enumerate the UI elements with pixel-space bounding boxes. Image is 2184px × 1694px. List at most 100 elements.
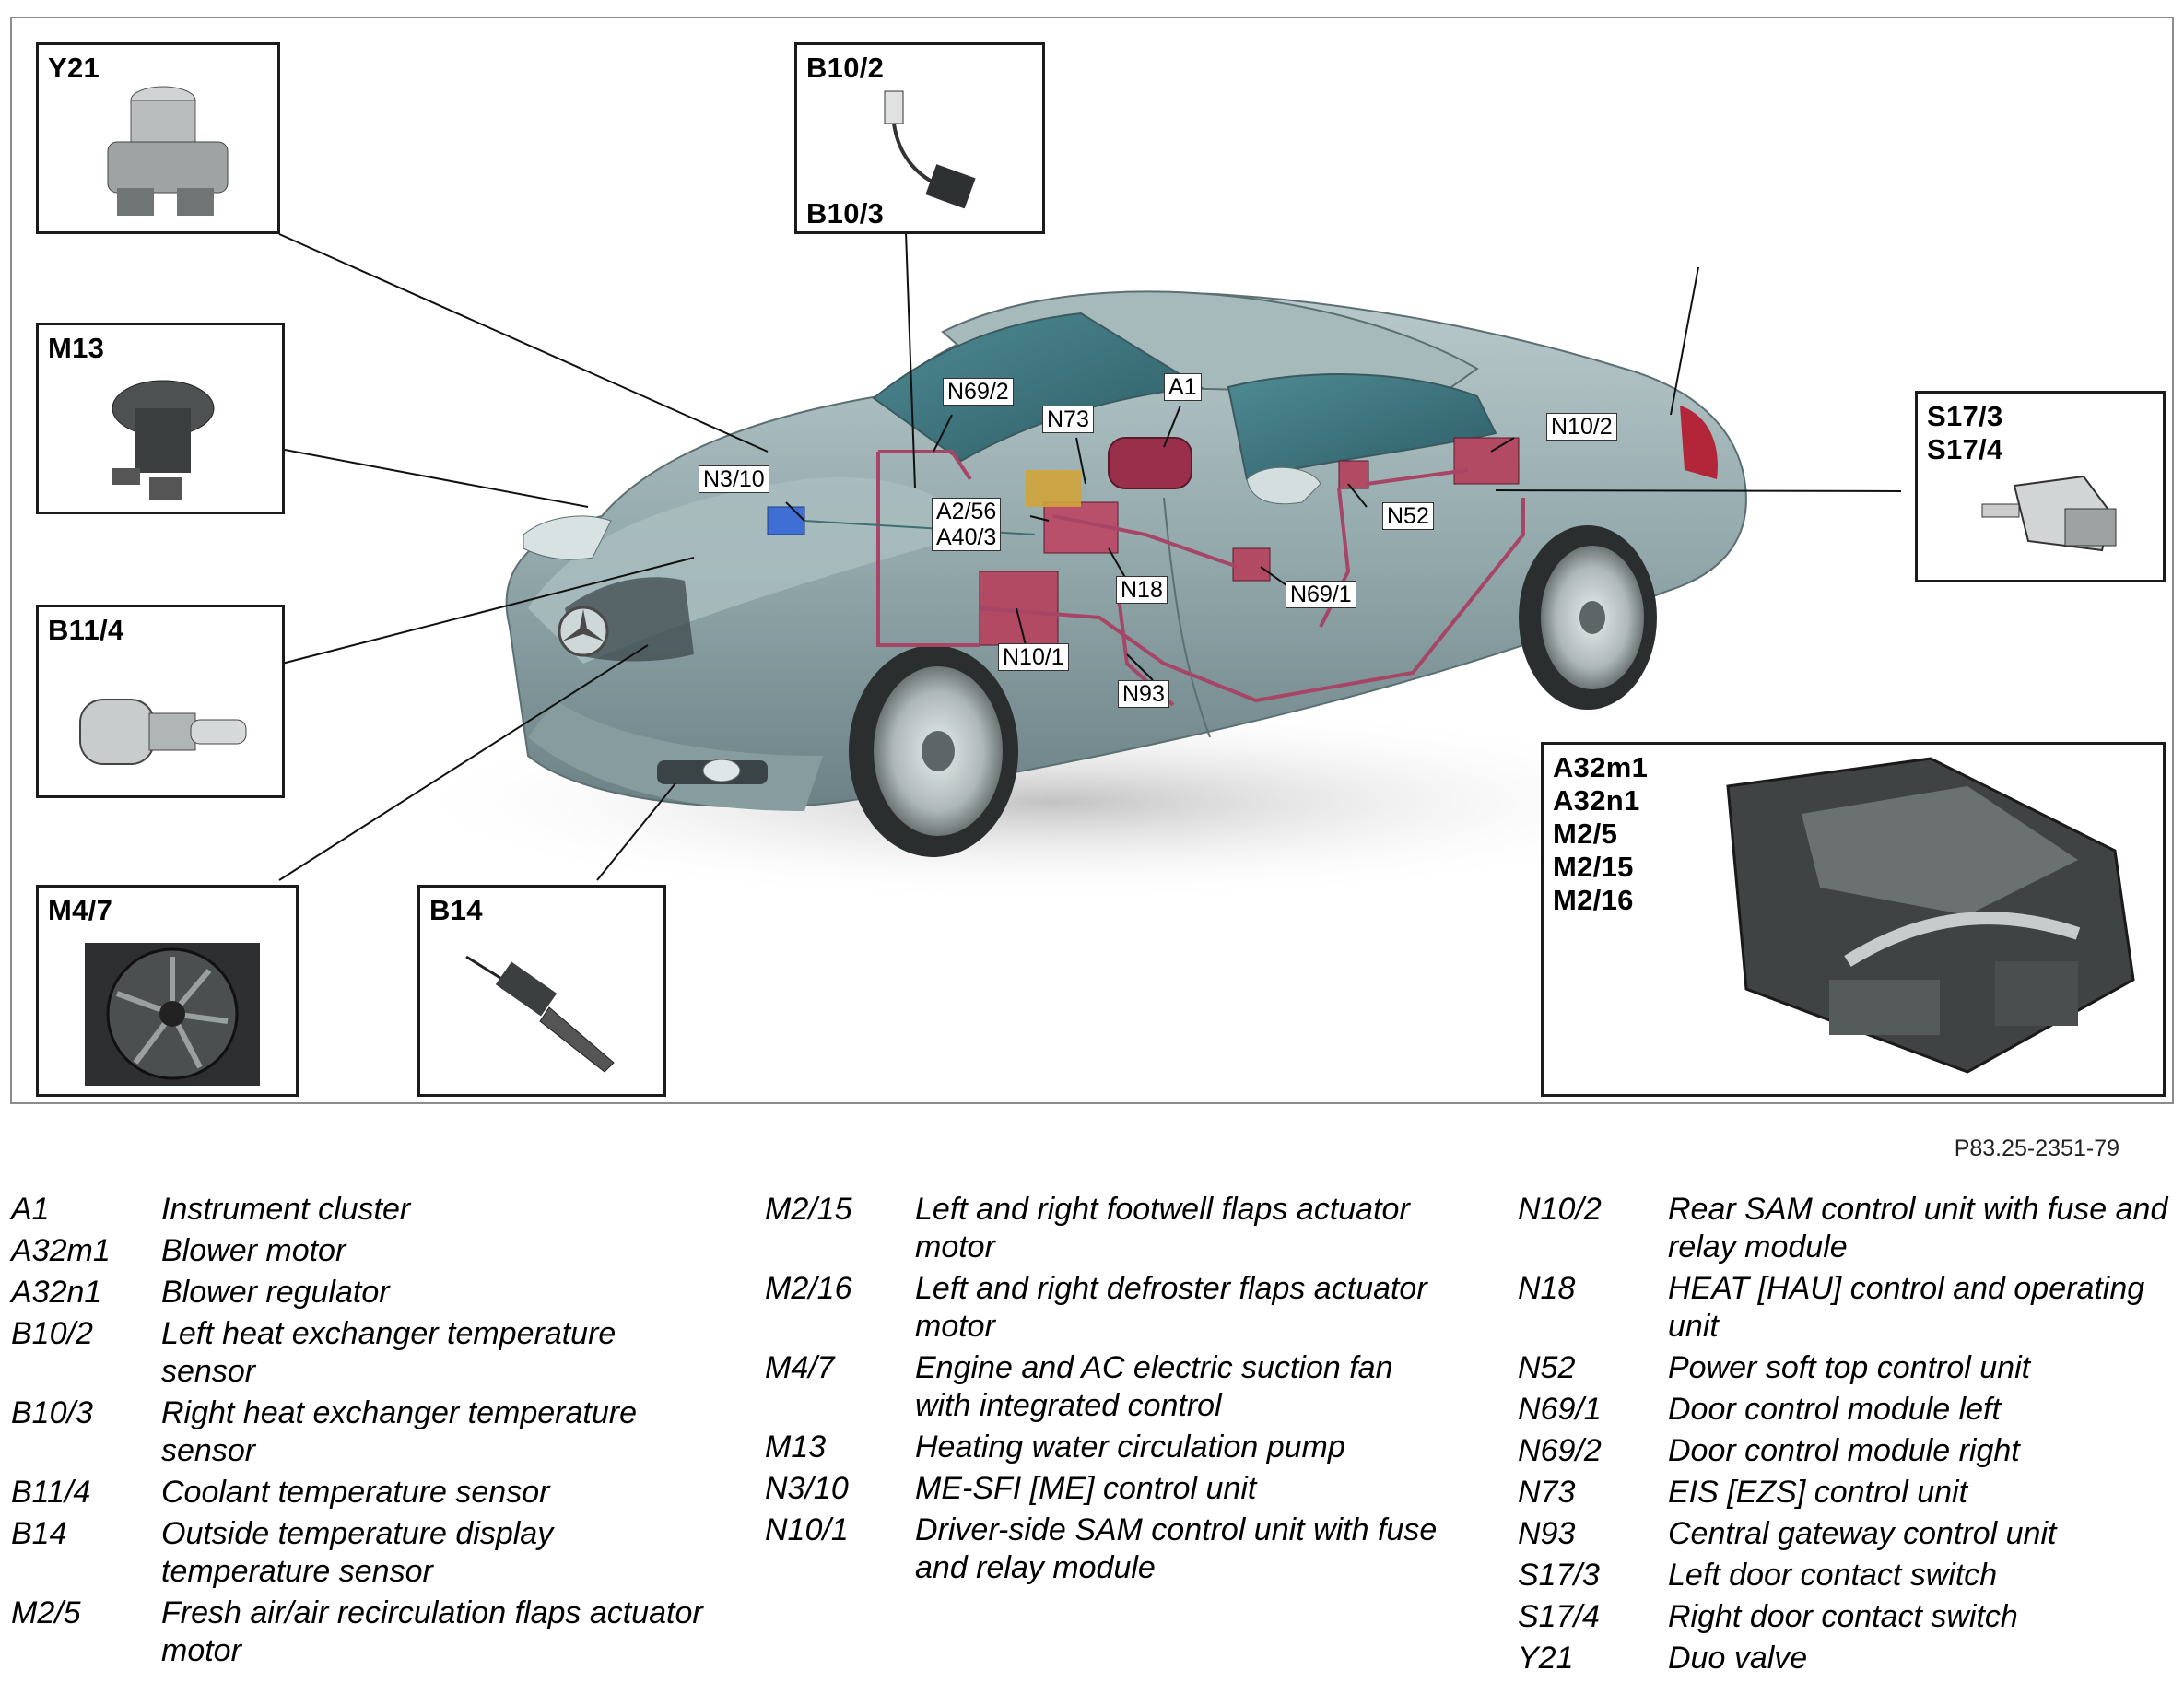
box-a32: A32m1 A32n1 M2/5 M2/15 M2/16 bbox=[1541, 742, 2166, 1097]
legend-code: N52 bbox=[1518, 1350, 1576, 1385]
legend-description: Heating water circulation pump bbox=[915, 1429, 1345, 1465]
legend-description: Blower motor bbox=[161, 1233, 346, 1268]
legend-description: Instrument cluster bbox=[161, 1192, 411, 1227]
legend-description: Blower regulator bbox=[161, 1275, 390, 1310]
legend-code: N73 bbox=[1518, 1475, 1576, 1510]
callout-n73: N73 bbox=[1042, 406, 1094, 433]
legend-row: B14 Outside temperature display temperatu… bbox=[11, 1515, 711, 1591]
box-b11-4: B11/4 bbox=[36, 605, 285, 798]
callout-n69-2: N69/2 bbox=[943, 378, 1014, 406]
legend-code: N69/2 bbox=[1518, 1433, 1602, 1468]
callout-a2-56-a40-3: A2/56 A40/3 bbox=[932, 498, 1002, 551]
legend-description: HEAT [HAU] control and operating unit bbox=[1668, 1271, 2145, 1344]
leader-lines bbox=[278, 231, 1902, 881]
box-s17-label-2: S17/4 bbox=[1927, 433, 2003, 465]
component-location-figure: Y21 M13 B11/4 M4/7 bbox=[10, 17, 2174, 1104]
legend-row: M13 Heating water circulation pump bbox=[765, 1429, 1438, 1466]
box-m13: M13 bbox=[36, 323, 285, 514]
legend-description: Right door contact switch bbox=[1668, 1599, 2018, 1634]
callout-n69-1: N69/1 bbox=[1286, 581, 1356, 608]
duo-valve-icon bbox=[107, 86, 229, 216]
circulation-pump-icon bbox=[112, 380, 215, 500]
legend-code: N93 bbox=[1518, 1516, 1576, 1551]
legend-code: N18 bbox=[1518, 1271, 1576, 1306]
legend-description: Coolant temperature sensor bbox=[161, 1475, 550, 1510]
callout-n93: N93 bbox=[1118, 680, 1169, 708]
legend-description: Left and right defroster flaps actuator … bbox=[915, 1271, 1427, 1344]
legend-description: Outside temperature display temperature … bbox=[161, 1516, 554, 1589]
legend-row: N3/10 ME-SFI [ME] control unit bbox=[765, 1470, 1438, 1508]
instrument-cluster-module bbox=[1108, 437, 1192, 489]
legend-description: Left heat exchanger temperature sensor bbox=[161, 1316, 616, 1389]
door-contact-switch-icon bbox=[1981, 475, 2117, 552]
box-b14: B14 bbox=[417, 885, 666, 1097]
fog-lamp bbox=[702, 759, 741, 782]
box-y21: Y21 bbox=[36, 42, 280, 234]
legend-code: N10/1 bbox=[765, 1512, 849, 1547]
callout-n18: N18 bbox=[1116, 576, 1168, 604]
legend-code: B10/2 bbox=[11, 1316, 93, 1351]
callout-n10-1: N10/1 bbox=[998, 643, 1069, 671]
hvac-housing-icon bbox=[1726, 757, 2135, 1074]
legend-code: N3/10 bbox=[765, 1471, 849, 1506]
box-y21-label: Y21 bbox=[48, 52, 100, 84]
legend-description: ME-SFI [ME] control unit bbox=[915, 1471, 1257, 1506]
suction-fan-icon bbox=[85, 943, 260, 1086]
box-b10-label-2: B10/3 bbox=[806, 197, 885, 229]
legend-code: M2/16 bbox=[765, 1271, 852, 1306]
legend-code: B10/3 bbox=[11, 1395, 93, 1430]
box-a32-label-2: A32n1 bbox=[1553, 784, 1640, 817]
box-m4-7-label: M4/7 bbox=[48, 894, 113, 926]
heat-exchanger-sensor-icon bbox=[884, 90, 976, 209]
legend-description: Power soft top control unit bbox=[1668, 1350, 2031, 1385]
box-a32-label-1: A32m1 bbox=[1553, 751, 1649, 783]
legend-description: Door control module left bbox=[1668, 1392, 2001, 1427]
n3-10-module bbox=[767, 506, 805, 535]
tail-light bbox=[1680, 406, 1718, 479]
legend-row: M4/7 Engine and AC electric suction fan w… bbox=[765, 1349, 1438, 1425]
callout-a1: A1 bbox=[1164, 373, 1202, 401]
yellow-hvac-part bbox=[1026, 470, 1081, 507]
legend-description: Duo valve bbox=[1668, 1641, 1808, 1676]
box-m4-7: M4/7 bbox=[36, 885, 299, 1097]
legend-description: EIS [EZS] control unit bbox=[1668, 1475, 1968, 1510]
legend-description: Driver-side SAM control unit with fuse a… bbox=[915, 1512, 1438, 1585]
box-b10: B10/2 B10/3 bbox=[794, 42, 1045, 234]
box-s17-label-1: S17/3 bbox=[1927, 400, 2003, 432]
box-s17: S17/3 S17/4 bbox=[1915, 391, 2166, 582]
legend-row: N52 Power soft top control unit bbox=[1518, 1349, 2181, 1387]
legend-code: N10/2 bbox=[1518, 1192, 1602, 1227]
legend-description: Left and right footwell flaps actuator m… bbox=[915, 1192, 1410, 1265]
legend-code: B14 bbox=[11, 1516, 67, 1551]
legend-description: Engine and AC electric suction fan with … bbox=[915, 1350, 1393, 1423]
legend-code: S17/3 bbox=[1518, 1558, 1600, 1593]
legend-row: B10/2 Left heat exchanger temperature sen… bbox=[11, 1315, 711, 1391]
box-a32-label-5: M2/16 bbox=[1553, 884, 1634, 916]
legend-description: Fresh air/air recirculation flaps actuat… bbox=[161, 1595, 703, 1668]
legend-code: S17/4 bbox=[1518, 1599, 1600, 1634]
door-module-left bbox=[1232, 547, 1271, 582]
headlight bbox=[523, 515, 612, 560]
legend-code: M13 bbox=[765, 1429, 827, 1465]
rear-sam-module bbox=[1453, 437, 1520, 485]
legend-description: Central gateway control unit bbox=[1668, 1516, 2057, 1551]
legend-code: M4/7 bbox=[765, 1350, 835, 1385]
legend-row: N10/1 Driver-side SAM control unit with f… bbox=[765, 1512, 1438, 1587]
legend-row: N73 EIS [EZS] control unit bbox=[1518, 1474, 2181, 1512]
callout-n3-10: N3/10 bbox=[699, 465, 769, 493]
rear-wheel bbox=[1519, 525, 1657, 710]
callout-n10-2: N10/2 bbox=[1546, 413, 1617, 441]
